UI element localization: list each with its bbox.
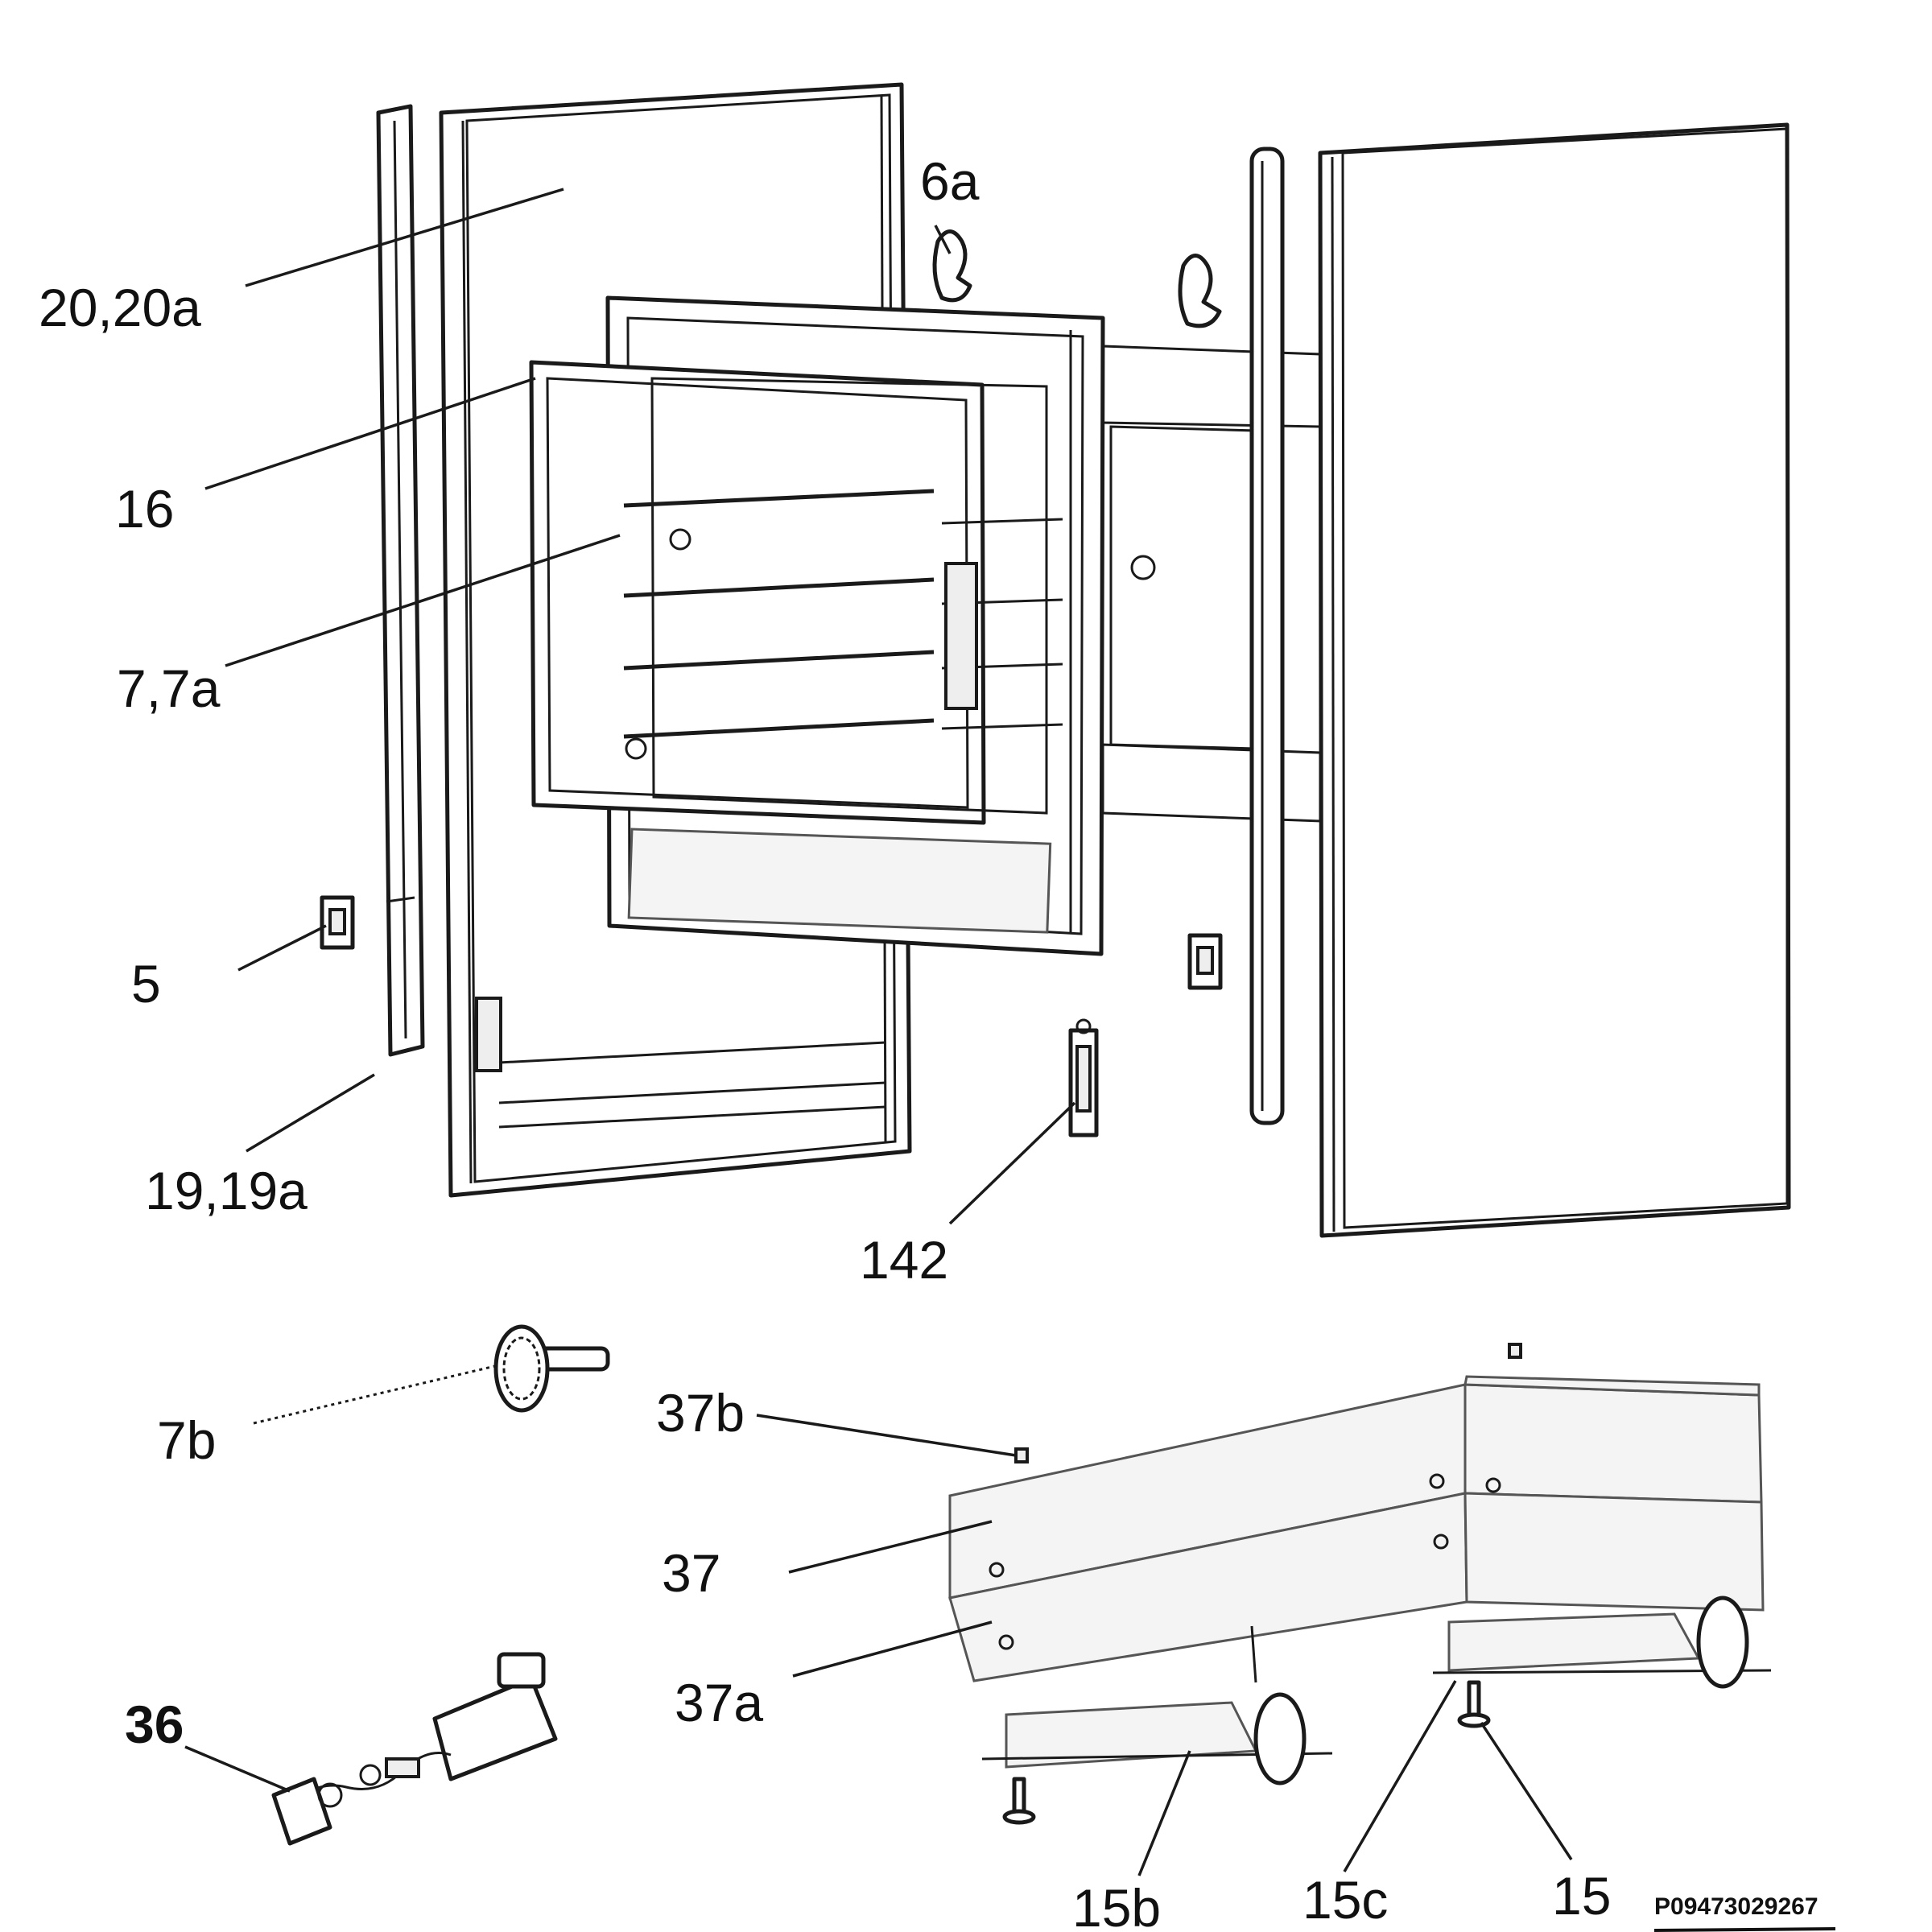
gas-valve-assembly [271,1652,558,1846]
callout-19-19a: 19,19a [145,1161,308,1220]
callout-labels: 20,20a 6a 16 7,7a 5 19,19a 142 7b 37b 37… [39,151,1818,1932]
caster-assembly-left [981,1692,1333,1825]
cavity-side-rails [1101,345,1322,823]
callout-20-20a: 20,20a [39,278,201,337]
right-side-panel [1318,122,1791,1238]
reference-underline [1653,1927,1836,1932]
left-trim-strip [376,104,425,1057]
door-gasket [529,360,986,825]
oven-racks [623,377,1063,815]
callout-7b: 7b [157,1410,216,1470]
callout-15: 15 [1552,1866,1611,1926]
door-hinge-catch-right [1187,933,1223,990]
callout-37: 37 [662,1543,720,1603]
hinge-bracket-left [932,229,972,303]
callout-6a: 6a [920,151,980,211]
callout-5: 5 [131,954,161,1013]
caster-assembly-right [1432,1596,1772,1728]
callout-15b: 15b [1072,1878,1161,1932]
reference-code: P09473029267 [1654,1893,1818,1920]
hinge-bracket-right [1178,254,1222,328]
leader-lines [184,188,1573,1876]
callout-36: 36 [125,1695,184,1754]
callout-37b: 37b [656,1383,745,1443]
right-trim-strip [1249,147,1285,1125]
callout-16: 16 [115,479,174,539]
callout-37a: 37a [675,1673,763,1732]
callout-142: 142 [860,1230,948,1290]
turnspit-gear [493,1324,610,1413]
door-hinge-catch-left [320,895,355,950]
callout-7-7a: 7,7a [117,658,221,718]
callout-15c: 15c [1302,1870,1388,1930]
storage-drawer-box [948,1343,1765,1683]
oven-door-hinge [1068,1018,1099,1137]
